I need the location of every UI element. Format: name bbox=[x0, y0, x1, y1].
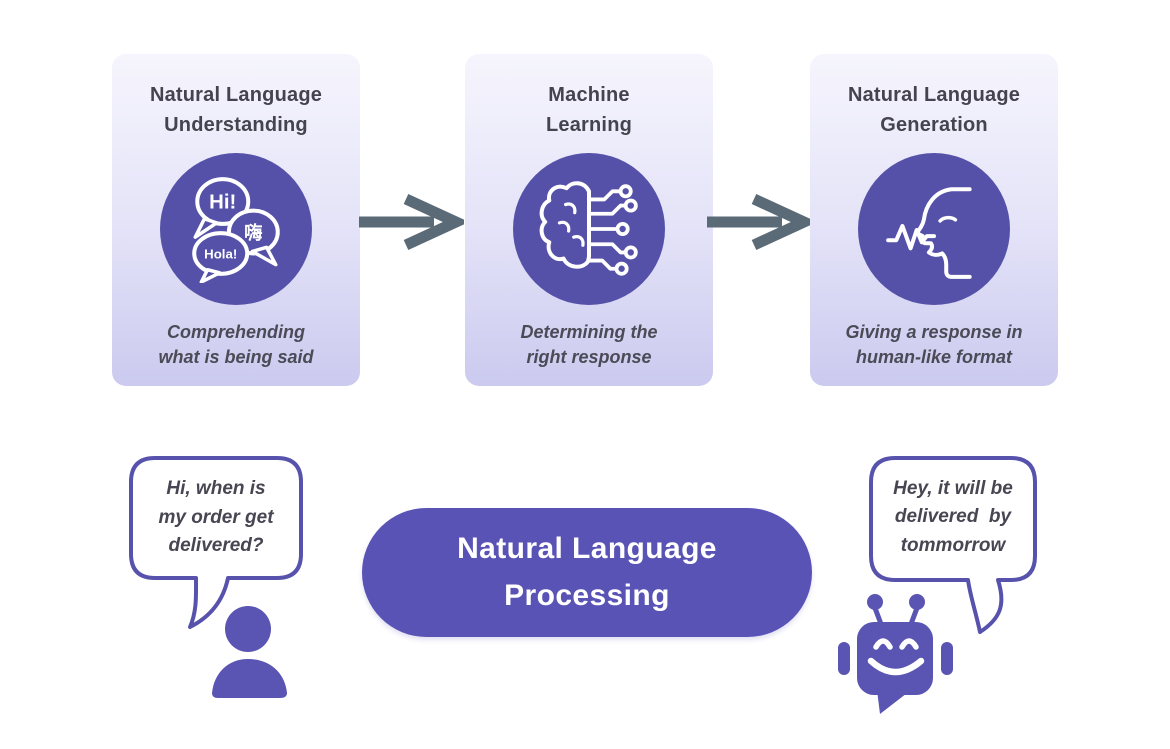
language-bubbles-icon: Hi! 嗨 Hola! bbox=[160, 153, 312, 305]
nlu-caption: Comprehending what is being said bbox=[158, 322, 314, 368]
language-bubbles-graphic: Hi! 嗨 Hola! bbox=[182, 175, 290, 283]
speech-bubble-outline bbox=[869, 456, 1037, 634]
hola-text: Hola! bbox=[204, 247, 237, 262]
flow-arrow-icon bbox=[359, 194, 464, 250]
ml-title: Machine Learning bbox=[545, 84, 633, 136]
nlg-caption: Giving a response in human-like format bbox=[845, 322, 1023, 368]
speaking-head-graphic bbox=[880, 175, 988, 283]
nlu-card: Natural Language Understanding Hi! 嗨 Hol… bbox=[112, 54, 360, 386]
speaking-head-icon bbox=[858, 153, 1010, 305]
nlp-pill: Natural Language Processing bbox=[362, 508, 812, 637]
brain-circuit-graphic bbox=[535, 175, 643, 283]
ml-caption: Determining the right response bbox=[520, 322, 658, 368]
bot-message: Hey, it will be delivered by tommorrow bbox=[893, 477, 1013, 556]
nlg-card: Natural Language Generation Giving a res… bbox=[810, 54, 1058, 386]
flow-arrow-icon bbox=[707, 194, 812, 250]
speech-bubble-outline bbox=[129, 456, 303, 629]
nlg-title: Natural Language Generation bbox=[847, 84, 1021, 136]
nlu-title: Natural Language Understanding bbox=[149, 84, 323, 136]
user-speech-bubble: Hi, when is my order get delivered? bbox=[128, 455, 304, 635]
person-icon bbox=[212, 606, 287, 698]
bot-speech-bubble: Hey, it will be delivered by tommorrow bbox=[868, 455, 1038, 635]
hi-text: Hi! bbox=[209, 192, 236, 214]
chatbot-icon bbox=[838, 594, 953, 714]
user-message: Hi, when is my order get delivered? bbox=[158, 478, 274, 557]
brain-circuit-icon bbox=[513, 153, 665, 305]
ml-card: Machine Learning Determining the right r… bbox=[465, 54, 713, 386]
zh-text: 嗨 bbox=[244, 222, 262, 243]
